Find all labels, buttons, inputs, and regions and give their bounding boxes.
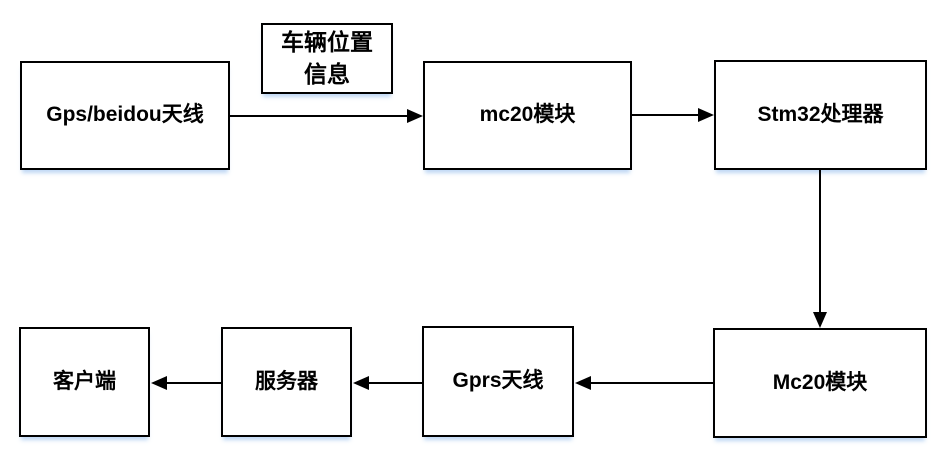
- arrowhead-left-icon: [353, 376, 369, 390]
- arrowhead-left-icon: [575, 376, 591, 390]
- arrowhead-right-icon: [407, 109, 423, 123]
- node-gprs-antenna: Gprs天线: [422, 326, 574, 437]
- edge-line: [819, 170, 821, 312]
- node-gps-beidou-antenna: Gps/beidou天线: [20, 61, 230, 170]
- node-label: mc20模块: [479, 103, 576, 127]
- arrowhead-right-icon: [698, 108, 714, 122]
- node-label: Mc20模块: [772, 370, 868, 394]
- node-label: Stm32处理器: [757, 102, 884, 126]
- node-mc20-module-bottom: Mc20模块: [713, 328, 927, 438]
- arrowhead-down-icon: [813, 312, 827, 328]
- node-vehicle-info-label: 车辆位置 信息: [261, 23, 393, 94]
- edge-line: [230, 115, 407, 117]
- edge-line: [167, 382, 221, 384]
- edge-line: [632, 114, 698, 116]
- edge-line: [591, 382, 713, 384]
- edge-line: [369, 382, 422, 384]
- node-label: 车辆位置 信息: [281, 29, 373, 87]
- node-label: Gprs天线: [452, 369, 544, 393]
- node-label: 客户端: [53, 369, 116, 393]
- node-label: Gps/beidou天线: [46, 103, 204, 127]
- node-server: 服务器: [221, 327, 352, 437]
- arrowhead-left-icon: [151, 376, 167, 390]
- node-client: 客户端: [19, 327, 150, 437]
- node-label: 服务器: [255, 369, 318, 393]
- node-stm32-processor: Stm32处理器: [714, 60, 927, 170]
- node-mc20-module-top: mc20模块: [423, 61, 632, 170]
